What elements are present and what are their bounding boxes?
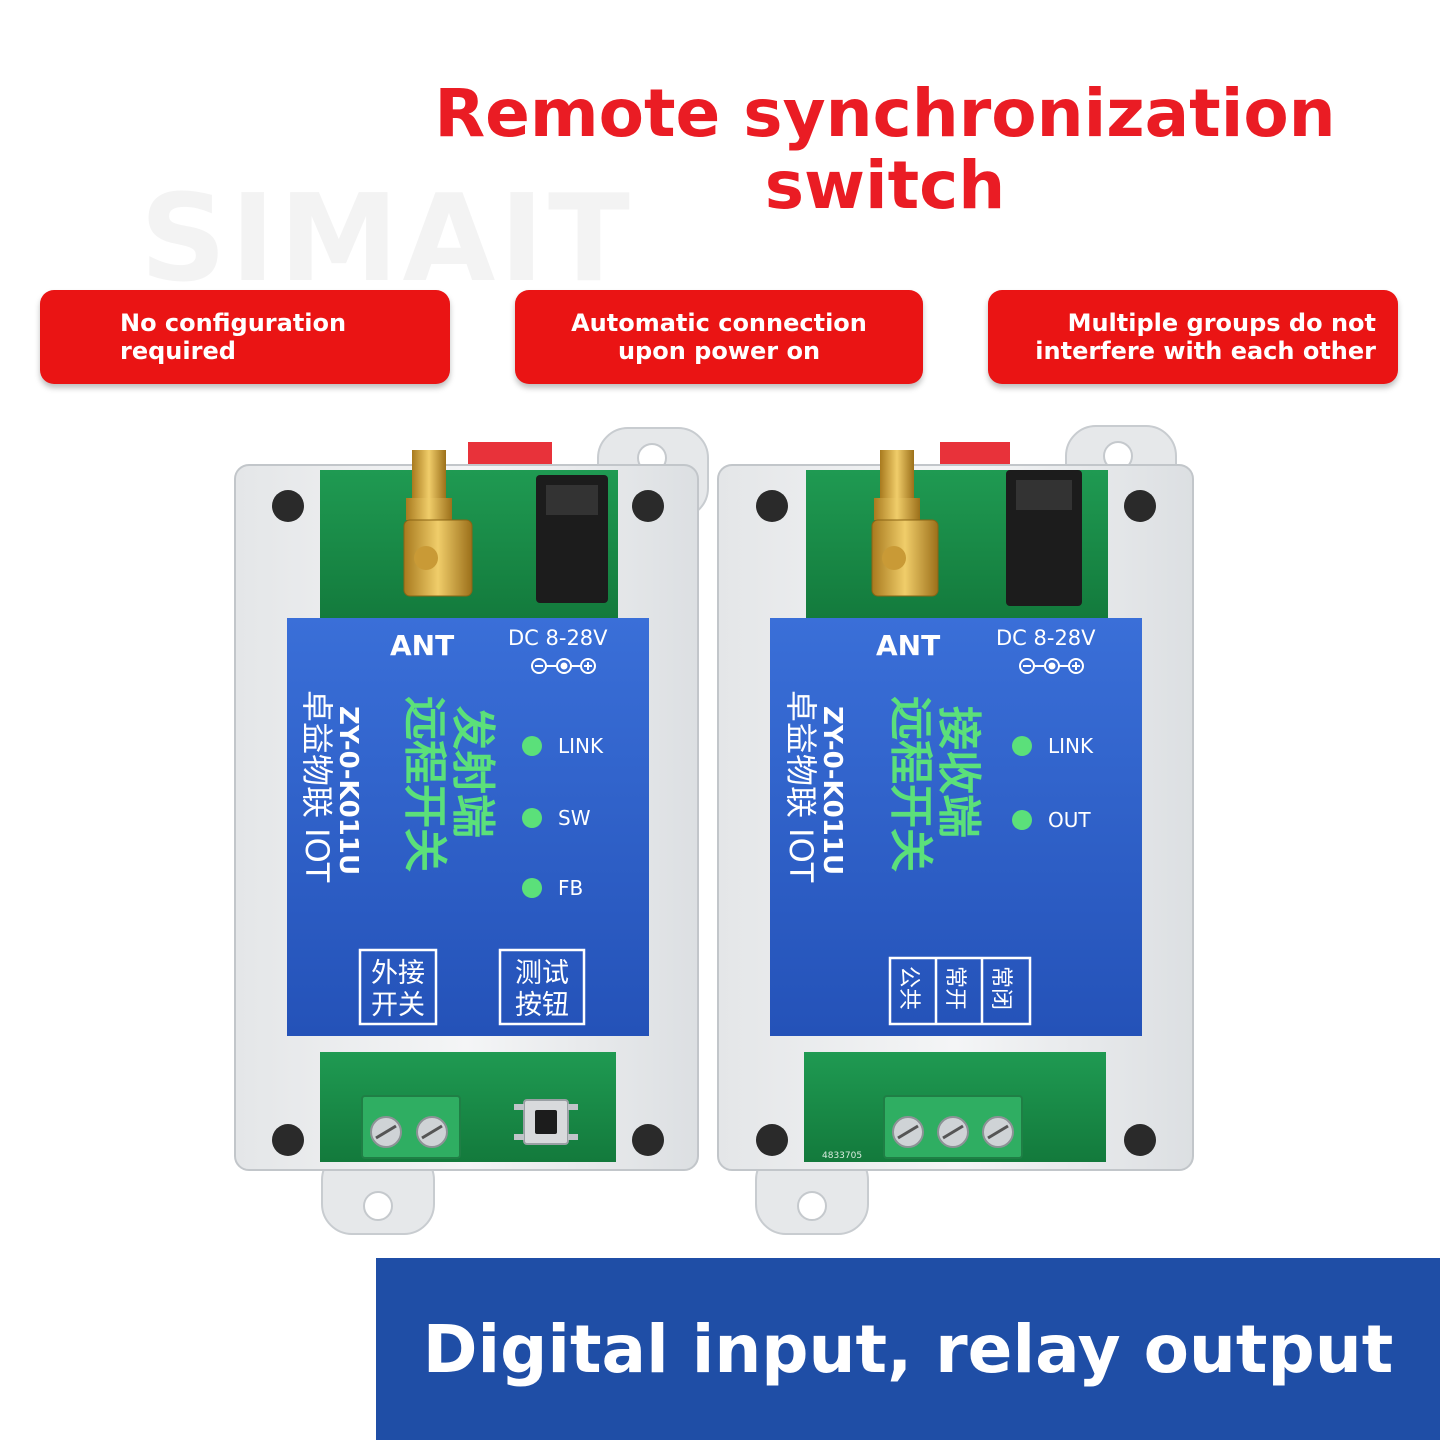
feature-1-line-2: required — [120, 337, 236, 365]
receiver-dc-jack-icon — [1006, 470, 1082, 606]
transmitter-bottom-ear-hole — [363, 1191, 393, 1221]
receiver-led-out — [1012, 810, 1032, 830]
transmitter-sma-connector-icon — [403, 450, 473, 597]
receiver-bottom-ear-hole — [797, 1191, 827, 1221]
page-title: Remote synchronization switch — [0, 78, 1440, 222]
receiver-screw-hole — [1124, 1124, 1156, 1156]
transmitter-brand-label: 卓益物联 IOT — [298, 690, 336, 883]
receiver-ant-label: ANT — [876, 629, 940, 662]
feature-3-line-1: Multiple groups do not — [1067, 309, 1376, 337]
transmitter-box2-line-1: 测试 — [515, 958, 569, 989]
banner-text: Digital input, relay output — [422, 1310, 1394, 1388]
transmitter-name-line-1: 远程开关 — [399, 696, 450, 872]
feature-1-line-1: No configuration — [120, 309, 347, 337]
receiver-terminal-block-icon — [883, 1095, 1023, 1159]
receiver-terminal-nc: 常闭 — [988, 966, 1013, 1010]
transmitter-screw-hole — [272, 490, 304, 522]
receiver-screw-hole — [756, 1124, 788, 1156]
transmitter-screw-hole — [272, 1124, 304, 1156]
receiver-screw-hole — [756, 490, 788, 522]
receiver-label-panel — [770, 618, 1142, 1036]
transmitter-external-switch-box — [358, 948, 438, 1026]
feature-2-line-1: Automatic connection — [571, 309, 867, 337]
receiver-pcb-code: 4833705 — [822, 1151, 862, 1161]
transmitter-led-fb-label: FB — [558, 876, 583, 900]
receiver-polarity-icon — [1019, 658, 1084, 674]
transmitter-terminal-block-icon — [361, 1095, 461, 1159]
transmitter-test-button-box — [498, 948, 586, 1026]
transmitter-box2-line-2: 按钮 — [515, 990, 569, 1021]
transmitter-device: ANT DC 8-28V 卓益物联 IOT ZY-0-K011U 远程开关 发射… — [234, 427, 709, 1235]
transmitter-screw-hole — [632, 1124, 664, 1156]
receiver-led-link-label: LINK — [1048, 734, 1094, 758]
transmitter-test-button-icon — [514, 1099, 578, 1145]
receiver-name-line-2: 接收端 — [933, 706, 984, 838]
receiver-terminal-no: 常开 — [942, 966, 967, 1010]
transmitter-model-label: ZY-0-K011U — [333, 706, 363, 875]
receiver-led-out-label: OUT — [1048, 808, 1091, 832]
bottom-banner: Digital input, relay output — [376, 1258, 1440, 1440]
watermark-text: SIMAIT — [140, 170, 634, 309]
transmitter-ant-label: ANT — [390, 629, 454, 662]
transmitter-box1-line-2: 开关 — [371, 990, 425, 1021]
transmitter-screw-hole — [632, 490, 664, 522]
receiver-terminal-common: 公共 — [896, 966, 921, 1010]
receiver-terminal-labels: 公共 常开 常闭 — [888, 956, 1032, 1026]
feature-pill-multi-group: Multiple groups do not interfere with ea… — [988, 290, 1398, 384]
receiver-brand-label: 卓益物联 IOT — [782, 690, 820, 883]
receiver-led-link — [1012, 736, 1032, 756]
transmitter-power-label: DC 8-28V — [508, 626, 608, 650]
feature-pill-auto-connect: Automatic connection upon power on — [515, 290, 923, 384]
receiver-name-line-1: 远程开关 — [885, 696, 936, 872]
transmitter-name-line-2: 发射端 — [447, 706, 498, 838]
title-line-2: switch — [764, 147, 1006, 224]
transmitter-led-sw — [522, 808, 542, 828]
feature-pill-no-config: No configuration required — [40, 290, 450, 384]
feature-3-line-2: interfere with each other — [1035, 337, 1376, 365]
transmitter-led-link-label: LINK — [558, 734, 604, 758]
receiver-power-label: DC 8-28V — [996, 626, 1096, 650]
receiver-model-label: ZY-0-K011U — [817, 706, 847, 875]
transmitter-led-sw-label: SW — [558, 806, 591, 830]
receiver-sma-connector-icon — [871, 450, 939, 597]
transmitter-label-panel — [287, 618, 649, 1036]
receiver-screw-hole — [1124, 490, 1156, 522]
transmitter-polarity-icon — [531, 658, 596, 674]
transmitter-dc-jack-icon — [536, 475, 608, 603]
transmitter-led-fb — [522, 878, 542, 898]
title-line-1: Remote synchronization — [434, 75, 1336, 152]
transmitter-box1-line-1: 外接 — [371, 958, 425, 989]
feature-2-line-2: upon power on — [617, 337, 821, 365]
receiver-device: ANT DC 8-28V 卓益物联 IOT ZY-0-K011U 远程开关 接收… — [717, 425, 1194, 1235]
transmitter-led-link — [522, 736, 542, 756]
